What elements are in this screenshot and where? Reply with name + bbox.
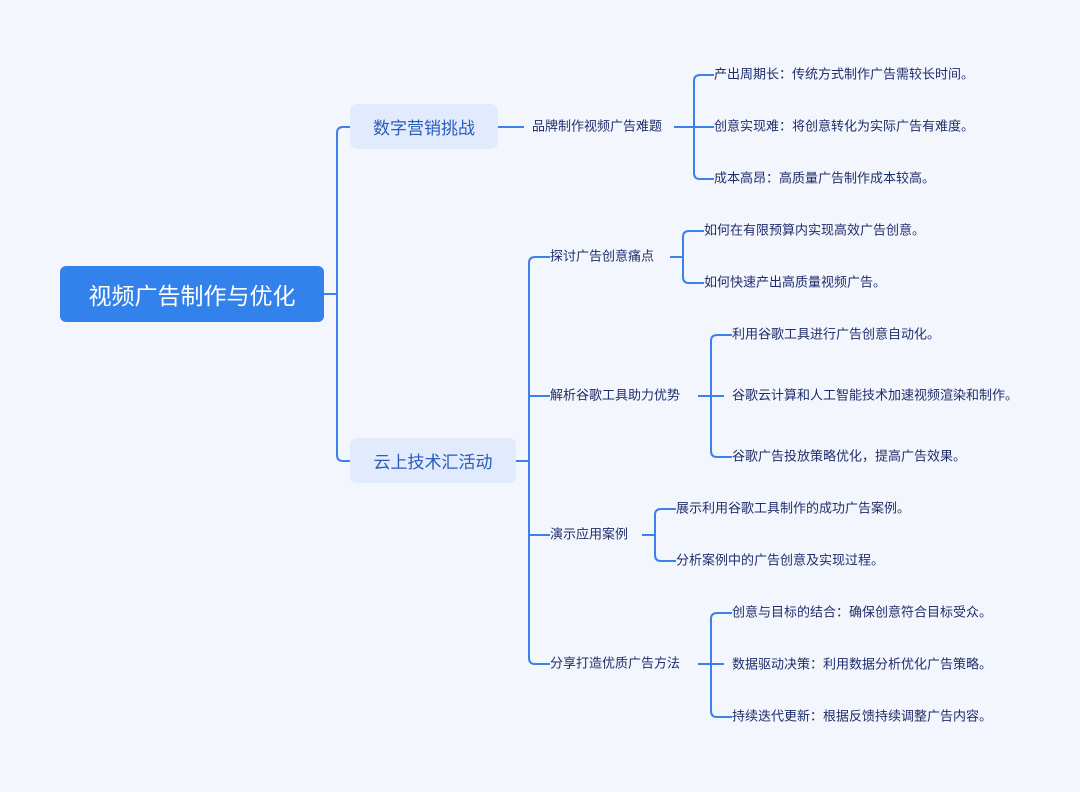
- leaf-node[interactable]: 谷歌云计算和人工智能技术加速视频渲染和制作。: [732, 388, 1019, 404]
- root-node[interactable]: 视频广告制作与优化: [60, 266, 324, 322]
- branch-label: 云上技术汇活动: [373, 453, 493, 473]
- leaf-node[interactable]: 数据驱动决策：利用数据分析优化广告策略。: [732, 657, 993, 673]
- leaf-node[interactable]: 创意与目标的结合：确保创意符合目标受众。: [732, 605, 993, 621]
- leaf-node[interactable]: 利用谷歌工具进行广告创意自动化。: [732, 327, 941, 343]
- leaf-node[interactable]: 创意实现难：将创意转化为实际广告有难度。: [714, 119, 975, 135]
- leaf-node[interactable]: 分析案例中的广告创意及实现过程。: [676, 553, 885, 569]
- leaf-node[interactable]: 谷歌广告投放策略优化，提高广告效果。: [732, 449, 967, 465]
- leaf-node[interactable]: 如何快速产出高质量视频广告。: [704, 275, 887, 291]
- leaf-node[interactable]: 持续迭代更新：根据反馈持续调整广告内容。: [732, 709, 993, 725]
- topic-node[interactable]: 分享打造优质广告方法: [550, 656, 681, 672]
- leaf-node[interactable]: 产出周期长：传统方式制作广告需较长时间。: [714, 67, 975, 83]
- leaf-node[interactable]: 如何在有限预算内实现高效广告创意。: [704, 223, 926, 239]
- leaf-node[interactable]: 展示利用谷歌工具制作的成功广告案例。: [676, 501, 911, 517]
- topic-node[interactable]: 探讨广告创意痛点: [550, 249, 655, 265]
- branch-digital-marketing[interactable]: 数字营销挑战: [350, 104, 498, 149]
- topic-node[interactable]: 演示应用案例: [550, 527, 629, 543]
- branch-cloud-event[interactable]: 云上技术汇活动: [350, 438, 516, 483]
- leaf-node[interactable]: 成本高昂：高质量广告制作成本较高。: [714, 171, 936, 187]
- branch-label: 数字营销挑战: [373, 119, 475, 139]
- root-label: 视频广告制作与优化: [88, 284, 296, 310]
- topic-node[interactable]: 解析谷歌工具助力优势: [550, 388, 681, 404]
- topic-node[interactable]: 品牌制作视频广告难题: [532, 119, 663, 135]
